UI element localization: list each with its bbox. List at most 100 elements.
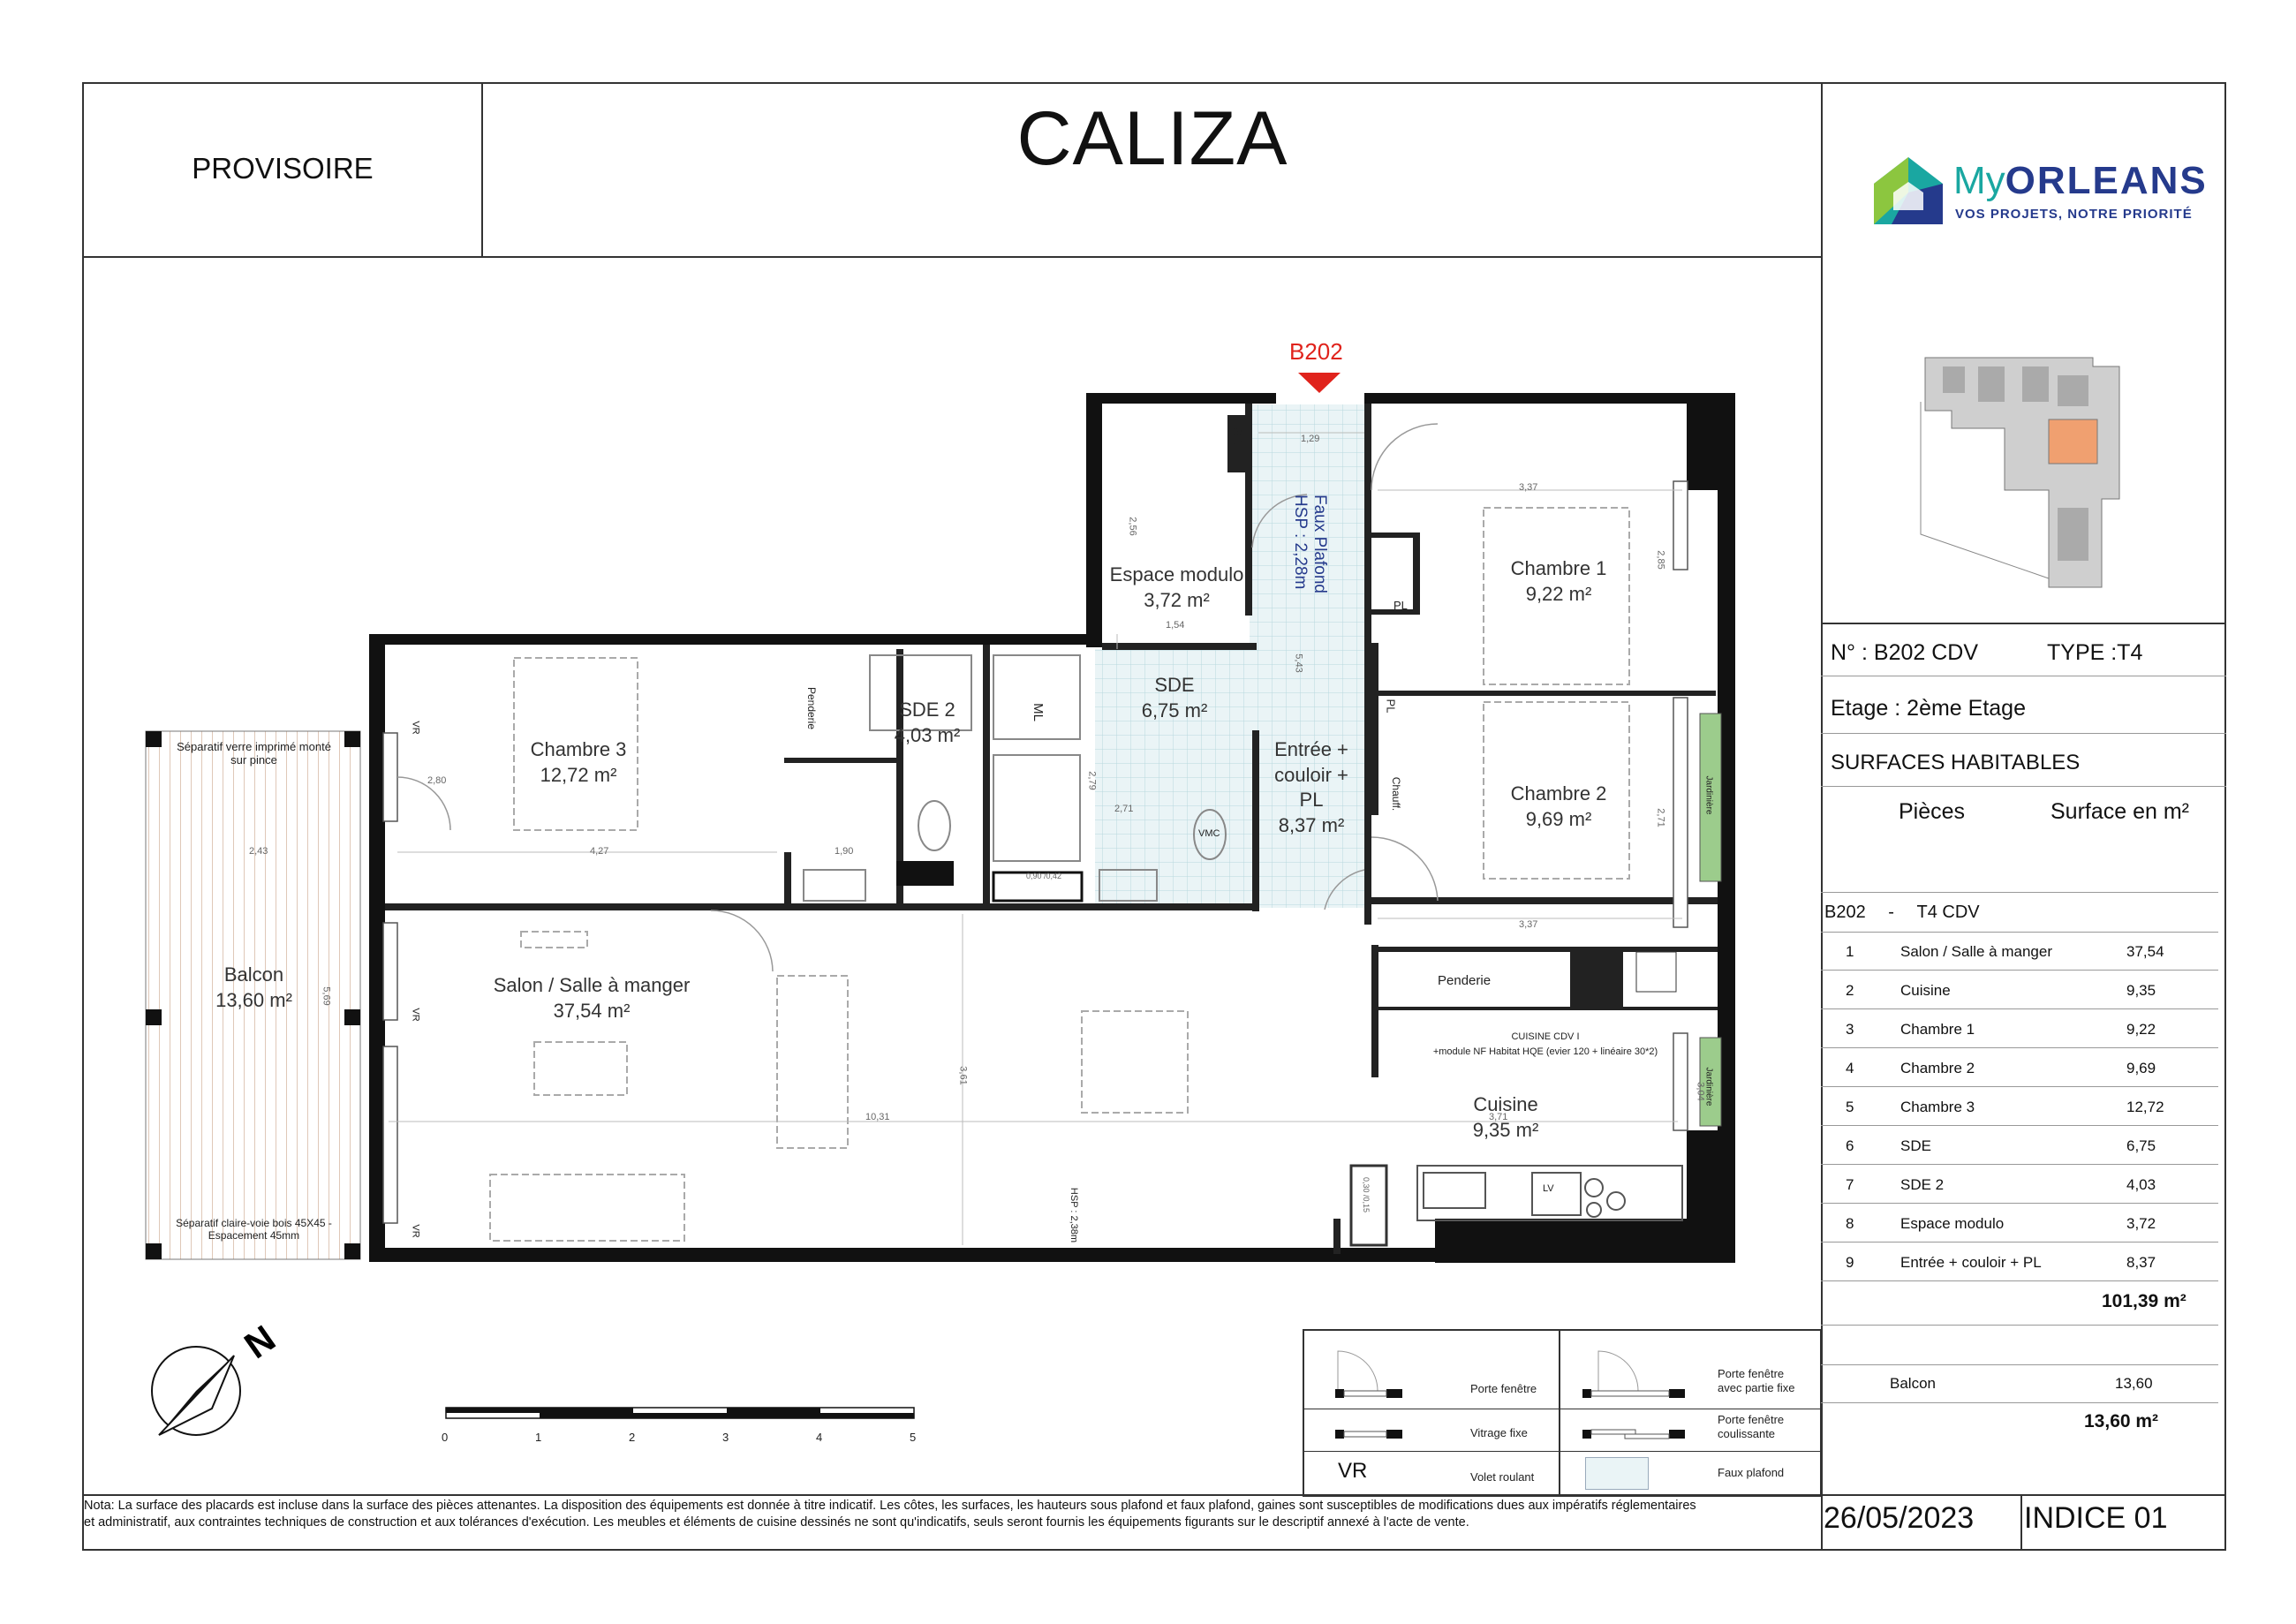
legend-volet-roulant: Volet roulant	[1470, 1470, 1535, 1484]
room-chambre-2: Chambre 2 9,69 m²	[1470, 782, 1647, 832]
row-name: Espace modulo	[1900, 1215, 2005, 1232]
scale-tick: 5	[910, 1431, 917, 1444]
room-sde: SDE 6,75 m²	[1104, 673, 1245, 723]
room-name: Chambre 1	[1510, 557, 1607, 579]
label-vr-1: VR	[410, 721, 421, 735]
dim: 1,90	[835, 846, 854, 857]
row-num: 6	[1846, 1137, 1854, 1154]
label-ml: ML	[1030, 703, 1046, 721]
row-num: 2	[1846, 982, 1854, 999]
legend-vr: VR	[1338, 1459, 1368, 1483]
row-num: 7	[1846, 1176, 1854, 1193]
faux-plafond-label: Faux Plafond HSP : 2,28m	[1285, 495, 1338, 593]
apartment-number: N° : B202 CDV	[1831, 640, 1979, 665]
apartment-floor: Etage : 2ème Etage	[1831, 696, 2026, 721]
label-chauff: Chauff.	[1390, 776, 1403, 812]
dimension-lines	[389, 432, 1682, 1245]
scale-tick: 2	[629, 1431, 636, 1444]
room-espace-modulo: Espace modulo 3,72 m²	[1099, 563, 1254, 613]
row-value: 9,35	[2126, 982, 2156, 999]
brand-logo: MyORLEANS VOS PROJETS, NOTRE PRIORITÉ	[1874, 157, 2206, 228]
plan-indice: INDICE 01	[2024, 1501, 2168, 1535]
faux-plafond-zone-sde	[1095, 649, 1254, 905]
unit-row: B202 - T4 CDV	[1824, 903, 1980, 923]
row-num: 9	[1846, 1254, 1854, 1271]
legend-porte-fenetre-fixe-icon	[1582, 1350, 1685, 1398]
row-name: Salon / Salle à manger	[1900, 943, 2052, 960]
cuisine-note-2: +module NF Habitat HQE (evier 120 + liné…	[1432, 1046, 1658, 1057]
room-name: Chambre 3	[530, 738, 627, 760]
unit-lot: B202	[1824, 903, 1866, 922]
legend-box	[1303, 1329, 1822, 1497]
dim: 3,37	[1519, 919, 1538, 930]
balcon-note-bottom: Séparatif claire-voie bois 45X45 - Espac…	[176, 1217, 332, 1242]
label-hsp-salon: HSP : 2,38m	[1069, 1187, 1080, 1243]
row-num: 1	[1846, 943, 1854, 960]
dim: 0,30 /0,15	[1362, 1176, 1371, 1213]
room-cuisine: Cuisine 9,35 m²	[1426, 1092, 1585, 1143]
header-bottom-line	[82, 256, 1822, 258]
dim: 2,80	[427, 775, 447, 786]
row-name: Entrée + couloir + PL	[1900, 1254, 2042, 1271]
row-value: 37,54	[2126, 943, 2164, 960]
row-value: 12,72	[2126, 1099, 2164, 1115]
logo-my: My	[1953, 159, 2005, 202]
logo-name: ORLEANS	[2005, 159, 2208, 202]
col-pieces: Pièces	[1899, 799, 1966, 824]
label-penderie-2: Penderie	[1438, 973, 1492, 988]
row-value: 9,69	[2126, 1060, 2156, 1076]
legend-porte-fenetre-icon	[1335, 1350, 1402, 1398]
surfaces-title: SURFACES HABITABLES	[1831, 751, 2081, 774]
kitchen-counter	[1416, 1165, 1683, 1221]
scale-tick: 3	[722, 1431, 729, 1444]
footer-divider	[2020, 1494, 2022, 1551]
footer-top-line	[82, 1494, 2226, 1496]
room-area: 9,35 m²	[1472, 1118, 1539, 1141]
label-pl-1: PL	[1393, 599, 1408, 612]
row-name: SDE 2	[1900, 1176, 1945, 1193]
row-value: 3,72	[2126, 1215, 2156, 1232]
scale-bar	[445, 1407, 915, 1419]
header-divider	[481, 82, 483, 257]
row-value: 6,75	[2126, 1137, 2156, 1154]
dim: 3,61	[957, 1066, 969, 1085]
dim: 2,79	[1086, 771, 1098, 790]
legend-faux-plafond-swatch	[1585, 1457, 1649, 1490]
room-area: 6,75 m²	[1141, 699, 1208, 721]
room-balcon: Balcon 13,60 m²	[177, 963, 331, 1013]
dim: 3,04	[1695, 1082, 1706, 1101]
svg-text:N: N	[237, 1325, 283, 1366]
room-name: Cuisine	[1473, 1093, 1538, 1115]
east-windows	[1673, 480, 1688, 1131]
room-name-1: Entrée +	[1274, 738, 1348, 760]
dim: 4,27	[590, 846, 609, 857]
legend-porte-fenetre-coulissante: Porte fenêtre coulissante	[1718, 1413, 1784, 1442]
dim: 1,54	[1166, 620, 1185, 631]
balcon-note-top: Séparatif verre imprimé monté sur pince	[177, 740, 331, 767]
row-name: SDE	[1900, 1137, 1931, 1154]
right-panel-divider	[1821, 82, 1823, 1551]
dim: 2,43	[249, 846, 268, 857]
row-num: 8	[1846, 1215, 1854, 1232]
west-windows	[382, 732, 398, 1224]
legend-line-1: Porte fenêtre	[1718, 1413, 1785, 1426]
apartment-type: TYPE :T4	[2047, 640, 2143, 665]
legend-line-1: Porte fenêtre	[1718, 1367, 1785, 1380]
dim: 2,71	[1114, 804, 1134, 814]
exterior-walls	[369, 393, 1735, 1263]
room-sde-2: SDE 2 4,03 m²	[874, 698, 980, 748]
room-name: SDE 2	[899, 699, 955, 721]
dim: 2,56	[1127, 517, 1138, 536]
balcon-row-name: Balcon	[1890, 1375, 1936, 1392]
row-num: 3	[1846, 1021, 1854, 1038]
unit-marker-label: B202	[1289, 338, 1343, 365]
row-name: Cuisine	[1900, 982, 1951, 999]
room-area: 4,03 m²	[894, 723, 961, 746]
unit-type: T4 CDV	[1916, 903, 1980, 922]
room-salon: Salon / Salle à manger 37,54 m²	[459, 973, 724, 1023]
beds	[513, 507, 1630, 880]
label-gtl: GTL	[1231, 427, 1244, 448]
faux-plafond-line-1: Faux Plafond	[1310, 495, 1329, 593]
faux-plafond-line-2: HSP : 2,28m	[1291, 495, 1310, 590]
footer-note: Nota: La surface des placards est inclus…	[84, 1499, 1696, 1530]
